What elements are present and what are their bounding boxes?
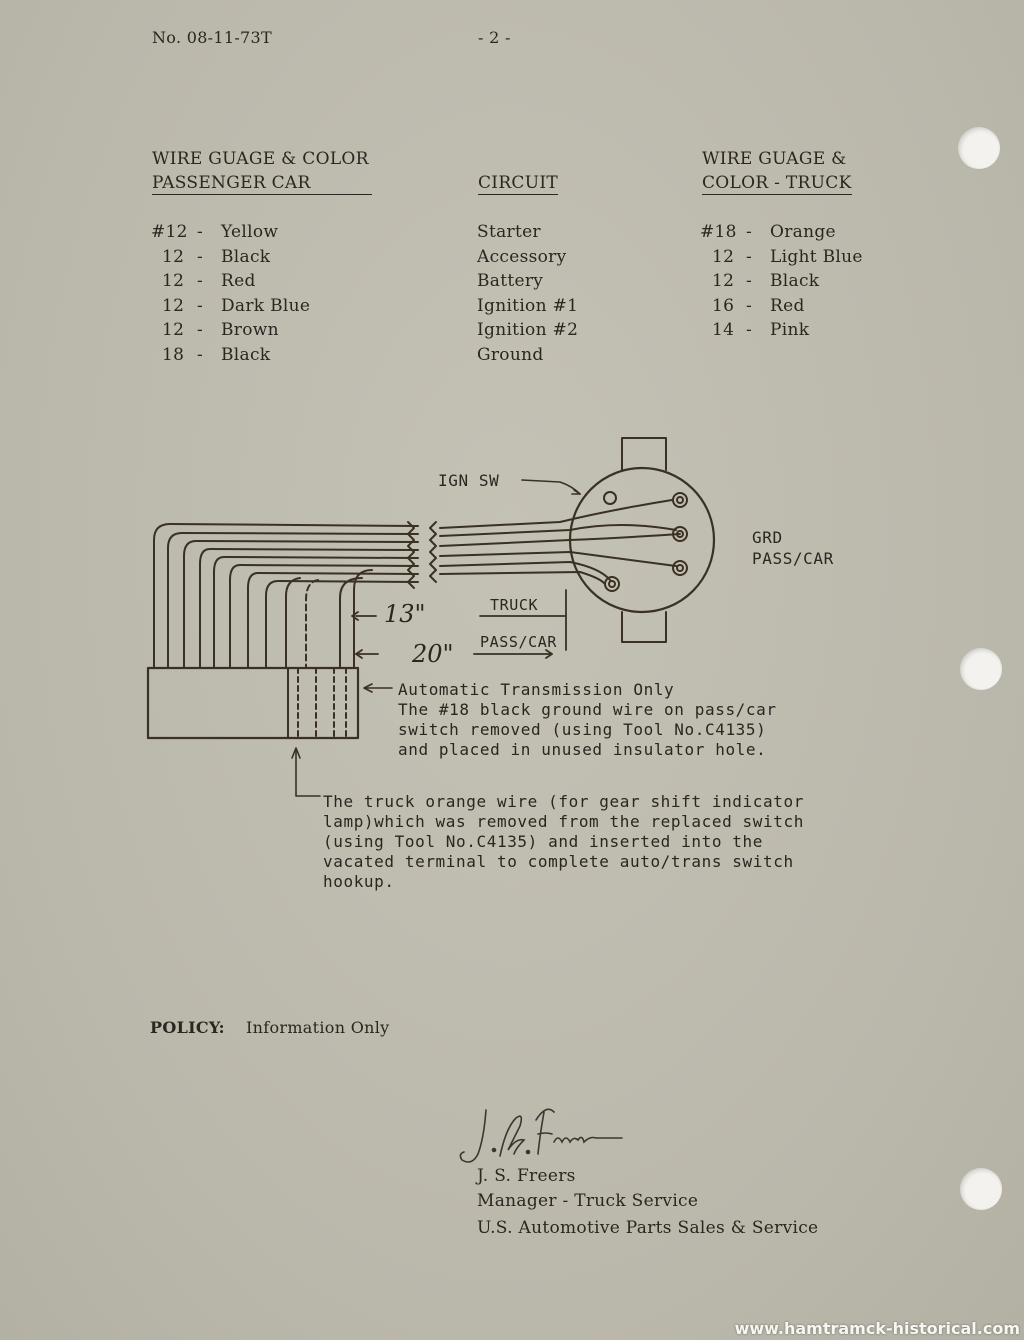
truck-gauge: 12 [712,271,735,291]
truck-color: Light Blue [770,247,863,267]
dash: - [197,222,204,242]
car-gauge: 18 [162,345,185,365]
note-line: vacated terminal to complete auto/trans … [323,852,794,871]
note-line: hookup. [323,872,395,891]
dash: - [197,320,204,340]
dash: - [746,296,753,316]
dash: - [197,296,204,316]
note-line: lamp)which was removed from the replaced… [323,812,804,831]
note-line: switch removed (using Tool No.C4135) [398,720,767,739]
dash: - [746,222,753,242]
car-color: Red [221,271,256,291]
circuit: Accessory [477,247,567,267]
truck-gauge: 14 [712,320,735,340]
dash: - [746,271,753,291]
circuit: Ignition #2 [477,320,579,340]
ign-sw-label: IGN SW [438,471,500,490]
circuit: Starter [477,222,541,242]
note-arrows [291,683,393,797]
car-gauge: 12 [162,247,185,267]
circuit: Battery [477,271,544,291]
signature-scribble [459,1108,623,1163]
punch-hole-middle [960,648,1002,690]
doc-number: No. 08-11-73T [152,28,272,47]
car-color: Dark Blue [221,296,311,316]
ignition-switch [568,437,716,643]
connector-block [146,666,360,740]
truck-gauge: 16 [712,296,735,316]
note-line: The #18 black ground wire on pass/car [398,700,777,719]
dash: - [197,247,204,267]
len-truck: 13" [384,600,426,628]
car-gauge: 12 [162,296,185,316]
note-auto-trans: Automatic Transmission Only The #18 blac… [398,680,777,760]
car-gauge: 12 [162,320,185,340]
dash: - [746,320,753,340]
punch-hole-top [958,127,1000,169]
truck-color: Red [770,296,805,316]
len-pass: 20" [412,640,454,668]
signer-name: J. S. Freers [477,1166,576,1186]
circuit: Ground [477,345,544,365]
signer-title: Manager - Truck Service [477,1191,699,1211]
punch-hole-bottom [960,1168,1002,1210]
note-line: Automatic Transmission Only [398,680,675,699]
car-gauge: 12 [162,271,185,291]
car-color: Brown [221,320,279,340]
truck-color: Pink [770,320,810,340]
col-header-truck-line1: WIRE GUAGE & [702,149,847,169]
truck-gauge: #18 [700,222,737,242]
right-wire-bundle [439,499,681,585]
col-header-truck-line2: COLOR - TRUCK [702,173,852,195]
pass-car-dim-label: PASS/CAR [480,633,558,651]
truck-gauge: 12 [712,247,735,267]
page-number: - 2 - [478,28,511,47]
dash: - [197,345,204,365]
truck-color: Orange [770,222,836,242]
col-header-circuit: CIRCUIT [478,173,559,195]
car-color: Black [221,345,271,365]
car-gauge: #12 [151,222,188,242]
note-line: and placed in unused insulator hole. [398,740,767,759]
policy-value: Information Only [246,1018,390,1037]
circuit: Ignition #1 [477,296,579,316]
truck-dim-label: TRUCK [490,596,539,614]
note-truck-orange-wire: The truck orange wire (for gear shift in… [323,792,804,892]
note-line: The truck orange wire (for gear shift in… [323,792,804,811]
col-header-car-line2: PASSENGER CAR [152,173,372,195]
truck-color: Black [770,271,820,291]
dash: - [746,247,753,267]
car-color: Yellow [221,222,279,242]
watermark: www.hamtramck-historical.com [734,1319,1020,1338]
dash: - [197,271,204,291]
dimension-lines [351,589,567,659]
left-wire-bundle [153,521,437,669]
pass-car-label: PASS/CAR [752,549,834,568]
car-color: Black [221,247,271,267]
grd-label: GRD [752,528,783,547]
col-header-car-line1: WIRE GUAGE & COLOR [152,149,369,169]
signer-org: U.S. Automotive Parts Sales & Service [477,1218,819,1238]
ign-sw-leader [521,479,581,495]
note-line: (using Tool No.C4135) and inserted into … [323,832,764,851]
policy-label: POLICY: [150,1018,225,1037]
